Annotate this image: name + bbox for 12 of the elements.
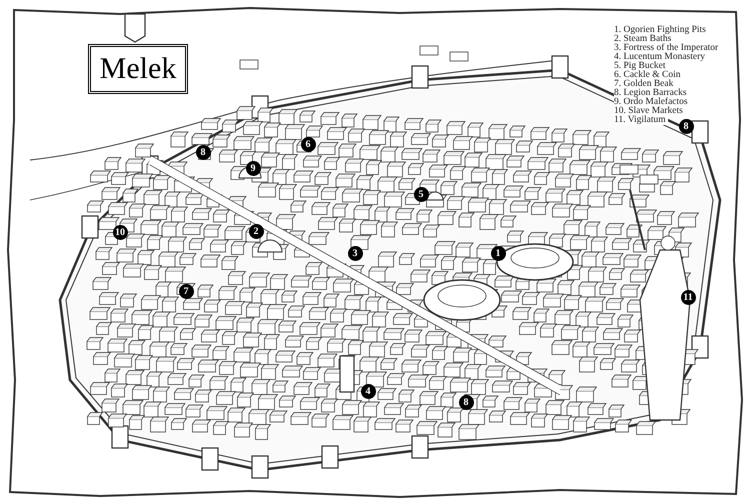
map-title: Melek (88, 44, 188, 94)
legend-entry: 1. Ogorien Fighting Pits (614, 26, 708, 35)
legend-entry: 9. Ordo Malefactos (614, 98, 690, 107)
legend-entry: 3. Fortress of the Imperator (614, 44, 720, 53)
legend-entry: 10. Slave Markets (614, 107, 685, 116)
legend-entry: 4. Lucentum Monastery (614, 53, 708, 62)
legend-entry: 8. Legion Barracks (614, 89, 689, 98)
legend-entry: 6. Cackle & Coin (614, 71, 682, 80)
legend-entry: 7. Golden Beak (614, 80, 676, 89)
legend-entry: 11. Vigilatum (614, 116, 668, 125)
legend-entry: 2. Steam Baths (614, 35, 674, 44)
legend-entry: 5. Pig Bucket (614, 62, 668, 71)
